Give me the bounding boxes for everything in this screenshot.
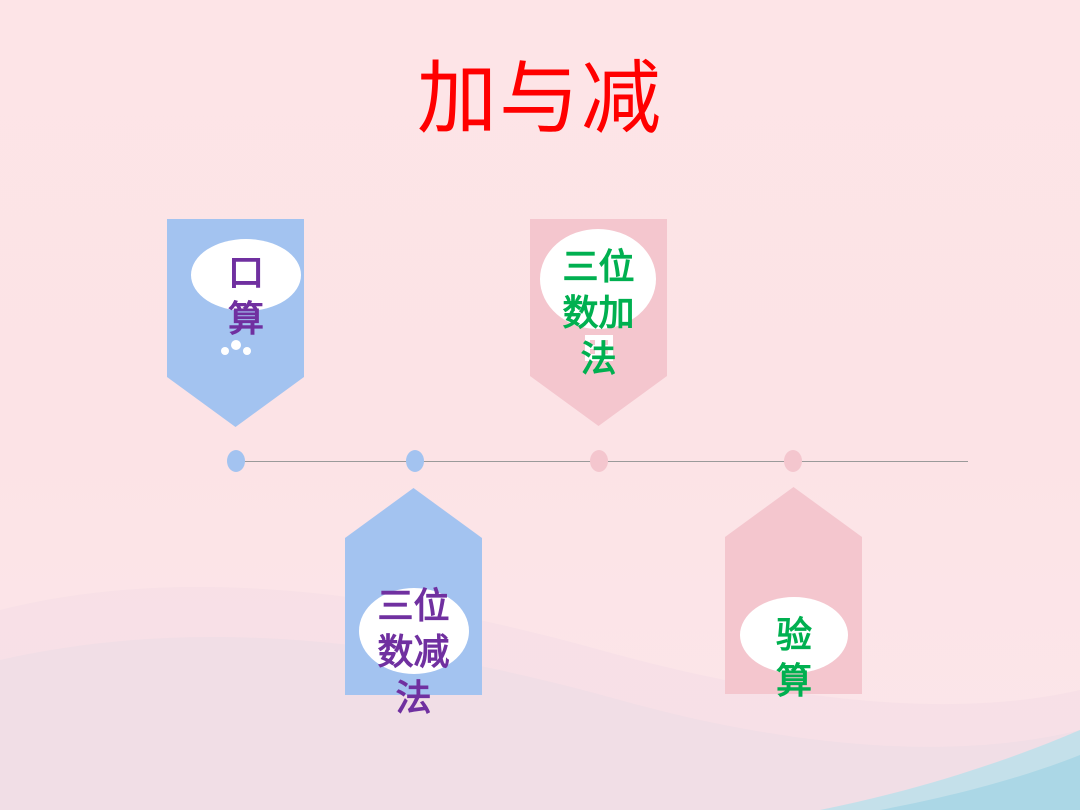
document-icon [401,540,427,574]
label-bubble [540,229,656,329]
timeline-item-label: 三位 数减 法 [377,586,450,719]
timeline-dot-4 [784,450,802,472]
label-bubble [191,239,301,311]
timeline-item-label: 验 算 [775,615,812,702]
label-bubble [359,588,469,674]
timeline-dot-1 [227,450,245,472]
bird-icon [773,539,812,571]
label-bubble [740,597,848,673]
building-icon [585,335,613,361]
timeline-item-kousuan[interactable]: 口 算 [167,219,304,427]
page-title: 加与减 [417,52,663,145]
timeline-dot-2 [406,450,424,472]
timeline-item-check[interactable]: 验 算 [725,487,862,702]
timeline-item-label: 口 算 [227,253,264,340]
timeline-item-addition[interactable]: 三位 数加 法 [530,219,667,426]
timeline-item-label: 三位 数加 法 [562,247,635,380]
people-icon [218,340,254,377]
timeline-dot-3 [590,450,608,472]
timeline-item-subtraction[interactable]: 三位 数减 法 [345,488,482,719]
